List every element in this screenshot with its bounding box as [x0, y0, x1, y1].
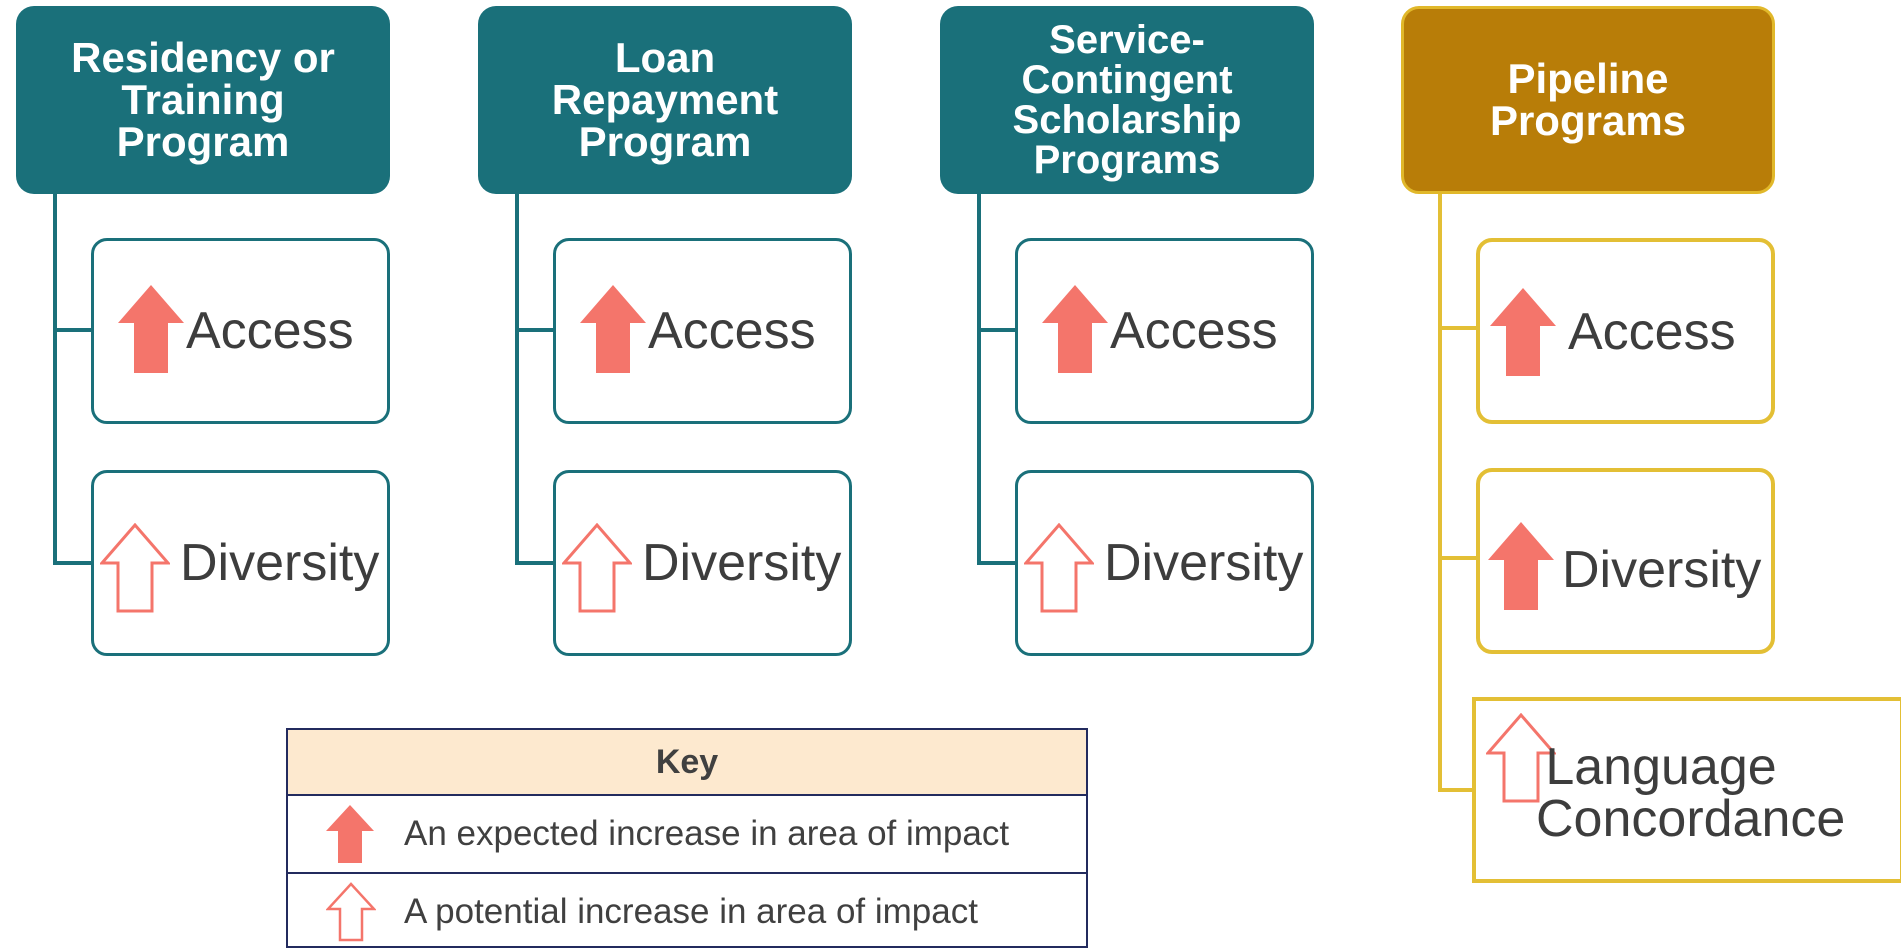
- impact-label: Diversity: [180, 534, 380, 592]
- program-header: Residency or Training Program: [16, 6, 390, 194]
- connector-branch: [1438, 326, 1478, 330]
- program-header-label: Residency or Training Program: [71, 34, 335, 165]
- connector-line: [515, 190, 519, 565]
- program-header-label: Service-Contingent Scholarship Programs: [1012, 18, 1242, 182]
- impact-box-access: Access: [91, 238, 390, 424]
- outline-up-arrow-icon: [1024, 523, 1094, 613]
- program-header: Loan Repayment Program: [478, 6, 852, 194]
- impact-box-access: Access: [1015, 238, 1314, 424]
- impact-box-diversity: Diversity: [91, 470, 390, 656]
- connector-branch: [1438, 556, 1478, 560]
- outline-up-arrow-icon: [100, 523, 170, 613]
- filled-up-arrow-icon: [118, 285, 184, 373]
- connector-branch: [53, 328, 93, 332]
- outline-up-arrow-icon: [562, 523, 632, 613]
- program-header: Service-Contingent Scholarship Programs: [940, 6, 1314, 194]
- connector-branch: [515, 561, 555, 565]
- connector-branch: [977, 328, 1017, 332]
- impact-box-diversity: Diversity: [1015, 470, 1314, 656]
- connector-branch: [1438, 788, 1474, 792]
- connector-branch: [515, 328, 555, 332]
- impact-label: Access: [1110, 302, 1278, 360]
- key-row: A potential increase in area of impact: [288, 874, 1086, 950]
- connector-branch: [53, 561, 93, 565]
- key-text: An expected increase in area of impact: [404, 814, 1010, 853]
- impact-box-language-concordance: Language Concordance: [1472, 697, 1901, 883]
- impact-label: Diversity: [642, 534, 842, 592]
- impact-label: Diversity: [1562, 541, 1762, 599]
- key-row: An expected increase in area of impact: [288, 796, 1086, 874]
- impact-label: Access: [186, 302, 354, 360]
- outline-up-arrow-icon: [1486, 713, 1556, 803]
- key-title: Key: [288, 730, 1086, 796]
- key-text: A potential increase in area of impact: [404, 892, 978, 931]
- impact-box-access: Access: [553, 238, 852, 424]
- connector-line: [977, 190, 981, 565]
- filled-up-arrow-icon: [1042, 285, 1108, 373]
- outline-up-arrow-icon: [326, 882, 376, 942]
- connector-branch: [977, 561, 1017, 565]
- program-header: Pipeline Programs: [1401, 6, 1775, 194]
- filled-up-arrow-icon: [1490, 288, 1556, 376]
- key-table: Key An expected increase in area of impa…: [286, 728, 1088, 948]
- impact-box-access: Access: [1476, 238, 1775, 424]
- impact-label: Diversity: [1104, 534, 1304, 592]
- filled-up-arrow-icon: [580, 285, 646, 373]
- connector-line: [53, 190, 57, 565]
- connector-line: [1438, 190, 1442, 792]
- impact-label: Access: [1568, 303, 1736, 361]
- impact-label: Access: [648, 302, 816, 360]
- program-header-label: Loan Repayment Program: [551, 34, 779, 165]
- program-header-label: Pipeline Programs: [1489, 55, 1687, 144]
- impact-box-diversity: Diversity: [553, 470, 852, 656]
- impact-label: Language Concordance: [1536, 738, 1846, 848]
- impact-box-diversity: Diversity: [1476, 468, 1775, 654]
- filled-up-arrow-icon: [326, 805, 374, 863]
- filled-up-arrow-icon: [1488, 522, 1554, 610]
